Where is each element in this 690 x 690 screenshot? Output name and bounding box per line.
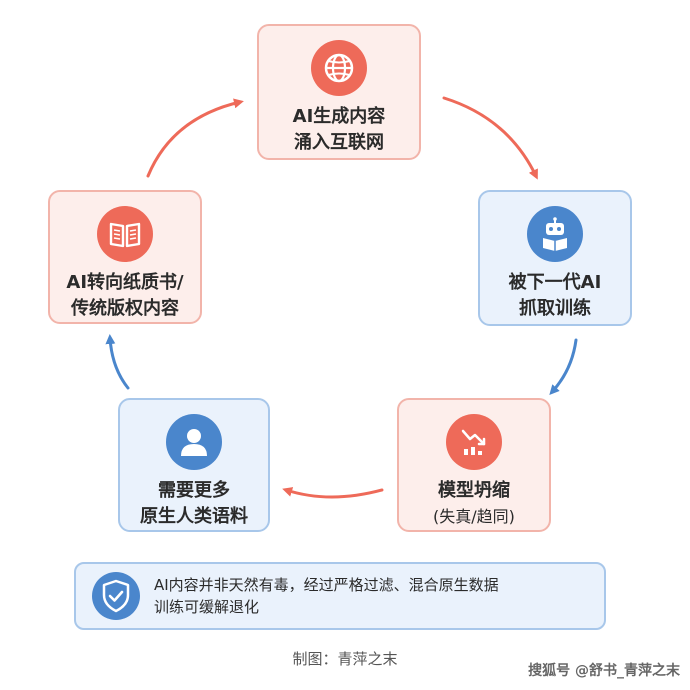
arrow-right-to-bottom-right [549,338,578,395]
node-ai-content-floods-internet: AI生成内容 涌入互联网 [257,24,421,160]
node-label-line1: 模型坍缩 [438,480,510,501]
node-label-line2: 抓取训练 [519,298,591,319]
person-icon [166,414,222,470]
node-label-line2: 传统版权内容 [71,298,179,319]
arrow-bottom-right-to-bottom-left [282,487,384,499]
node-label-line1: AI生成内容 [292,106,386,127]
shield-check-icon [92,572,140,620]
note-line1: AI内容并非天然有毒，经过严格过滤、混合原生数据 [154,576,499,594]
node-scraped-by-next-gen-ai: 被下一代AI 抓取训练 [478,190,632,326]
node-label-line2: 原生人类语料 [140,506,248,527]
declining-chart-icon [446,414,502,470]
node-label-line1: AI转向纸质书/ [66,272,184,293]
node-label-line2: (失真/趋同) [433,507,515,526]
watermark: 搜狐号 @舒书_青萍之末 [528,663,680,679]
node-ai-turns-to-paper-books: AI转向纸质书/ 传统版权内容 [48,190,202,324]
arrow-bottom-left-to-left [105,334,130,390]
node-label-line2: 涌入互联网 [294,132,384,153]
node-label-line1: 需要更多 [158,480,230,501]
robot-reading-icon [527,206,583,262]
node-need-more-human-corpus: 需要更多 原生人类语料 [118,398,270,532]
node-model-collapse: 模型坍缩 (失真/趋同) [397,398,551,532]
arrow-left-to-top [146,98,244,178]
globe-icon [311,40,367,96]
node-label-line1: 被下一代AI [508,272,602,293]
mitigation-note: AI内容并非天然有毒，经过严格过滤、混合原生数据 训练可缓解退化 [74,562,606,630]
book-icon [97,206,153,262]
arrow-top-to-right [442,96,538,180]
note-line2: 训练可缓解退化 [154,598,260,616]
chart-credit: 制图：青萍之末 [292,650,398,668]
